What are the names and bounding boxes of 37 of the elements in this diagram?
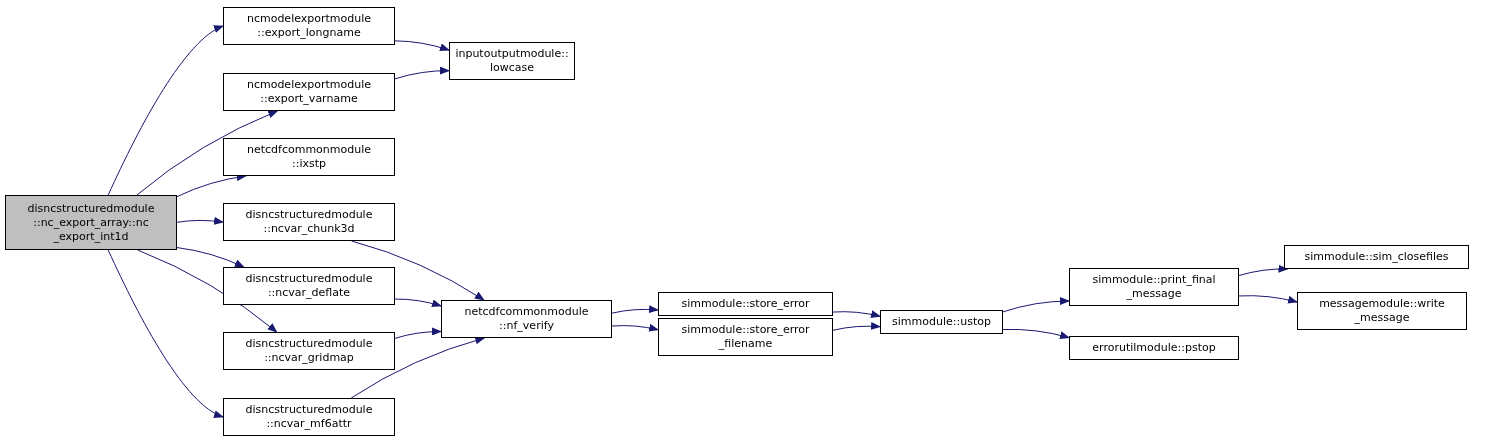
function-box: simmodule::store_error _filename: [658, 318, 833, 356]
call-arrow: [107, 249, 224, 418]
function-box: errorutilmodule::pstop: [1069, 336, 1239, 360]
function-box: simmodule::sim_closefiles: [1284, 245, 1469, 269]
call-arrow: [350, 336, 486, 399]
call-arrow: [107, 25, 224, 196]
call-arrow: [1238, 295, 1298, 304]
call-arrow: [176, 216, 224, 225]
function-box: ncmodelexportmodule ::export_longname: [223, 7, 395, 45]
call-arrow: [1002, 297, 1070, 313]
function-box: netcdfcommonmodule ::nf_verify: [441, 300, 612, 338]
function-box: inputoutputmodule:: lowcase: [449, 42, 575, 80]
function-box: disncstructuredmodule ::ncvar_mf6attr: [223, 398, 395, 436]
function-box: simmodule::store_error: [658, 292, 833, 316]
call-arrow: [394, 298, 442, 308]
call-arrow: [832, 310, 881, 319]
call-arrow: [394, 66, 450, 80]
function-box: simmodule::ustop: [880, 310, 1003, 334]
call-arrow: [611, 305, 659, 314]
call-arrow: [176, 247, 245, 268]
call-arrow: [1002, 328, 1070, 340]
function-box: netcdfcommonmodule ::ixstp: [223, 138, 395, 176]
call-arrow: [611, 323, 659, 332]
function-box: disncstructuredmodule ::ncvar_gridmap: [223, 332, 395, 370]
call-arrow: [137, 249, 278, 333]
function-box: simmodule::print_final _message: [1069, 268, 1239, 306]
call-arrow: [136, 110, 279, 196]
call-arrow: [832, 322, 881, 331]
call-arrow: [394, 327, 442, 339]
function-box: messagemodule::write _message: [1297, 292, 1467, 330]
call-arrow: [351, 240, 485, 301]
function-box: disncstructuredmodule ::ncvar_deflate: [223, 267, 395, 305]
function-box: ncmodelexportmodule ::export_varname: [223, 73, 395, 111]
function-box: disncstructuredmodule ::nc_export_array::nc _export_int1d: [5, 195, 177, 250]
function-box: disncstructuredmodule ::ncvar_chunk3d: [223, 203, 395, 241]
call-arrow: [394, 40, 450, 52]
call-arrow: [1238, 264, 1289, 277]
